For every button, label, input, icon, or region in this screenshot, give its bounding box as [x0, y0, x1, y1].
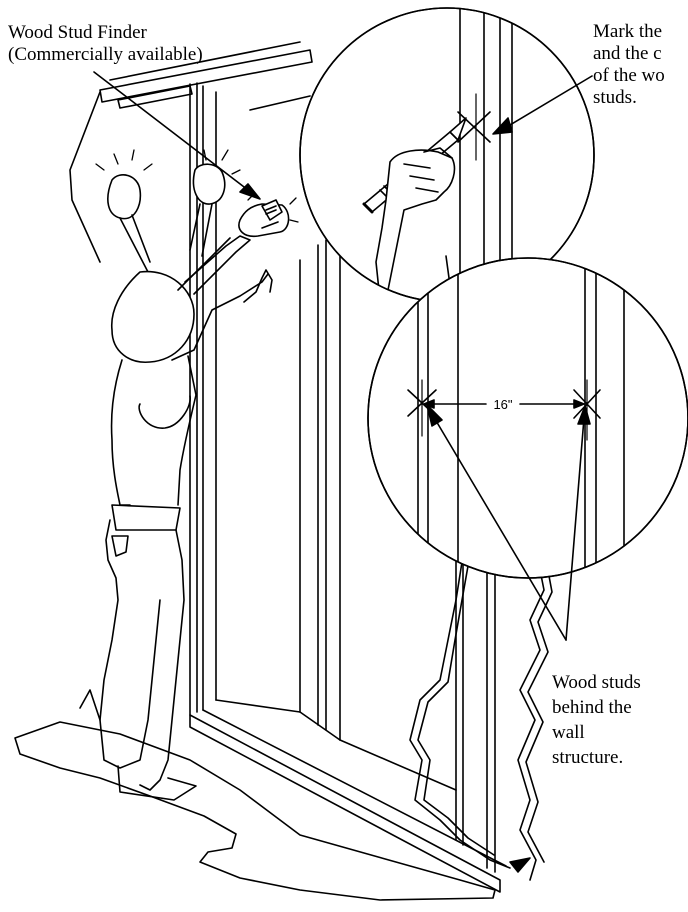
stud-finder-label-line-2: (Commercially available)	[8, 44, 203, 66]
wood-studs-label-line-4: structure.	[552, 745, 641, 770]
wood-studs-label-line-2: behind the	[552, 695, 641, 720]
wood-studs-label-line-1: Wood studs	[552, 670, 641, 695]
mark-studs-label-line-4: studs.	[593, 87, 665, 109]
mark-studs-label-line-2: and the c	[593, 43, 665, 65]
drywall-edge	[410, 560, 552, 880]
mark-studs-label-line-1: Mark the	[593, 21, 665, 43]
stud-finder-label-line-1: Wood Stud Finder	[8, 22, 203, 44]
dimension-label: 16"	[493, 397, 512, 412]
stud-finder-label: Wood Stud Finder (Commercially available…	[8, 22, 203, 66]
mark-studs-label-line-3: of the wo	[593, 65, 665, 87]
mark-studs-label: Mark the and the c of the wo studs.	[593, 21, 665, 109]
wood-studs-label-line-3: wall	[552, 720, 641, 745]
wood-studs-label: Wood studs behind the wall structure.	[552, 670, 641, 770]
